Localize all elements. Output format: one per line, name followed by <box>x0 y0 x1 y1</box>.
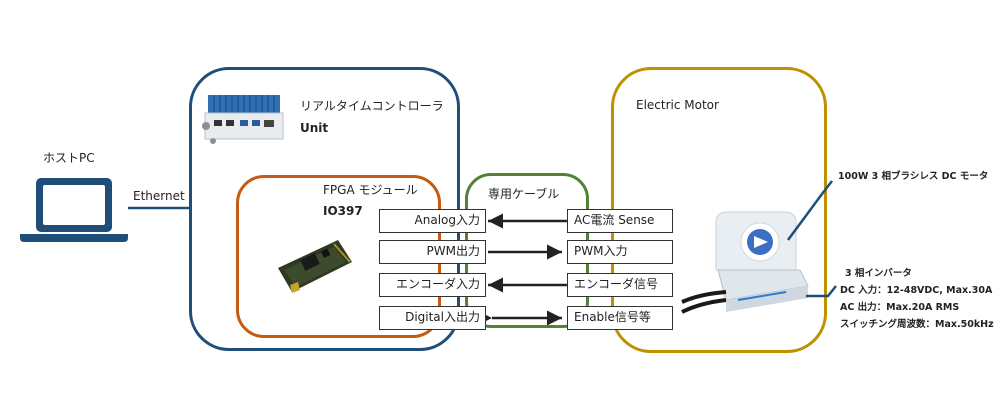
motor-spec: 100W 3 相ブラシレス DC モータ <box>838 171 989 182</box>
signal-encoder-in: エンコーダ入力 <box>379 273 486 297</box>
host-pc-label: ホストPC <box>43 151 95 165</box>
signal-pwm-in: PWM入力 <box>567 240 673 264</box>
controller-unit-image <box>202 95 284 144</box>
inverter-callout-line <box>806 285 837 298</box>
signal-analog-in: Analog入力 <box>379 209 486 233</box>
inverter-dc-input: DC 入力：12-48VDC, Max.30A <box>840 285 993 296</box>
fpga-module-image <box>278 240 352 293</box>
inverter-switching-frequency: スイッチング周波数：Max.50kHz <box>840 319 994 330</box>
laptop-icon <box>20 178 128 242</box>
motor-inverter-image <box>681 211 809 314</box>
signal-encoder-signal: エンコーダ信号 <box>567 273 673 297</box>
motor-callout-line <box>786 193 824 241</box>
cable-label: 専用ケーブル <box>488 187 560 201</box>
inverter-ac-output: AC 出力：Max.20A RMS <box>840 302 960 313</box>
signal-digital-io: Digital入出力 <box>379 306 486 330</box>
signal-ac-current-sense: AC電流 Sense <box>567 209 673 233</box>
ethernet-label: Ethernet <box>133 189 185 203</box>
unit-title: リアルタイムコントローラ <box>300 99 444 113</box>
signal-enable: Enable信号等 <box>567 306 673 330</box>
unit-name: Unit <box>300 121 329 135</box>
motor-title: Electric Motor <box>636 98 719 112</box>
fpga-name: IO397 <box>323 204 363 218</box>
fpga-title: FPGA モジュール <box>323 183 418 197</box>
inverter-title: 3 相インバータ <box>845 268 912 279</box>
signal-pwm-out: PWM出力 <box>379 240 486 264</box>
